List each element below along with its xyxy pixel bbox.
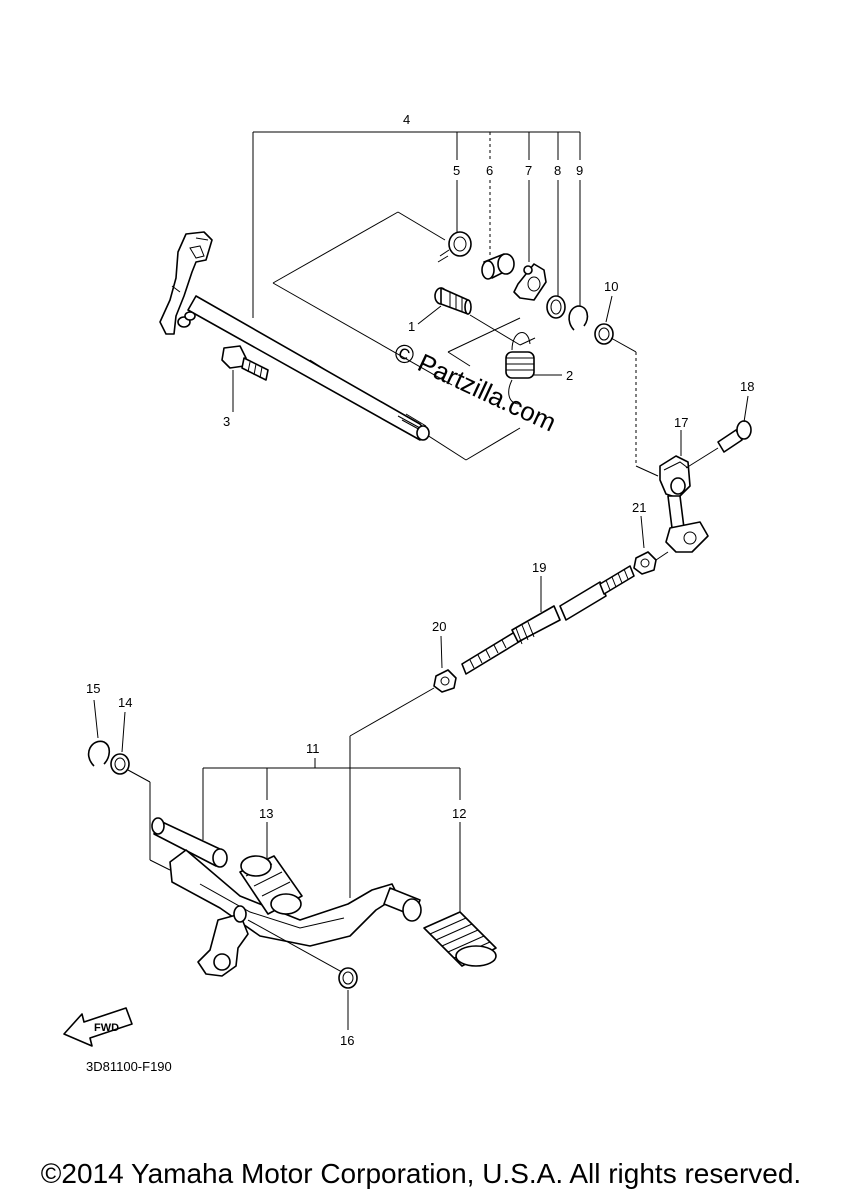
diagram-code: 3D81100-F190	[86, 1059, 172, 1074]
callout-1: 1	[408, 319, 415, 334]
callout-3: 3	[223, 414, 230, 429]
callout-21: 21	[632, 500, 646, 515]
collar-1	[417, 287, 472, 325]
washer-8	[546, 295, 566, 319]
callout-11: 11	[306, 741, 320, 756]
washer-10	[594, 295, 659, 477]
copyright-notice: ©2014 Yamaha Motor Corporation, U.S.A. A…	[40, 1158, 802, 1189]
collar-6	[481, 253, 515, 280]
callout-4: 4	[403, 112, 410, 127]
washer-14	[110, 711, 171, 871]
callout-2: 2	[566, 368, 573, 383]
group-4-leaders	[252, 131, 581, 461]
callout-20: 20	[432, 619, 446, 634]
callout-7: 7	[525, 163, 532, 178]
fwd-label: FWD	[94, 1022, 119, 1034]
shift-rod-19	[461, 565, 635, 675]
shift-arm-17	[659, 430, 709, 553]
lever-7	[513, 263, 547, 301]
circlip-9	[568, 305, 589, 331]
callout-12: 12	[452, 806, 466, 821]
nut-21	[633, 515, 669, 575]
callout-5: 5	[453, 163, 460, 178]
callout-14: 14	[118, 695, 132, 710]
nut-20	[349, 635, 457, 898]
group-11-leaders	[202, 758, 461, 918]
callout-10: 10	[604, 279, 618, 294]
callout-17: 17	[674, 415, 688, 430]
callout-13: 13	[259, 806, 273, 821]
callout-19: 19	[532, 560, 546, 575]
rubber-13	[239, 855, 303, 915]
spring-2	[505, 332, 562, 405]
bolt-3	[221, 345, 269, 412]
callout-6: 6	[486, 163, 493, 178]
callout-8: 8	[554, 163, 561, 178]
forward-arrow-icon: FWD	[63, 1007, 133, 1047]
bolt-18	[685, 395, 752, 469]
callout-9: 9	[576, 163, 583, 178]
callout-18: 18	[740, 379, 754, 394]
callout-16: 16	[340, 1033, 354, 1048]
shift-pedal-11	[151, 817, 422, 977]
spring-5	[437, 231, 472, 263]
shift-shaft	[159, 231, 430, 441]
rubber-12	[423, 911, 497, 967]
circlip-15	[87, 699, 111, 767]
washer-16	[338, 967, 358, 1030]
callout-labels: 4 5 6 7 8 9 10 1 2 3 18 17 21 19 20 15 1…	[86, 112, 754, 1048]
callout-15: 15	[86, 681, 100, 696]
